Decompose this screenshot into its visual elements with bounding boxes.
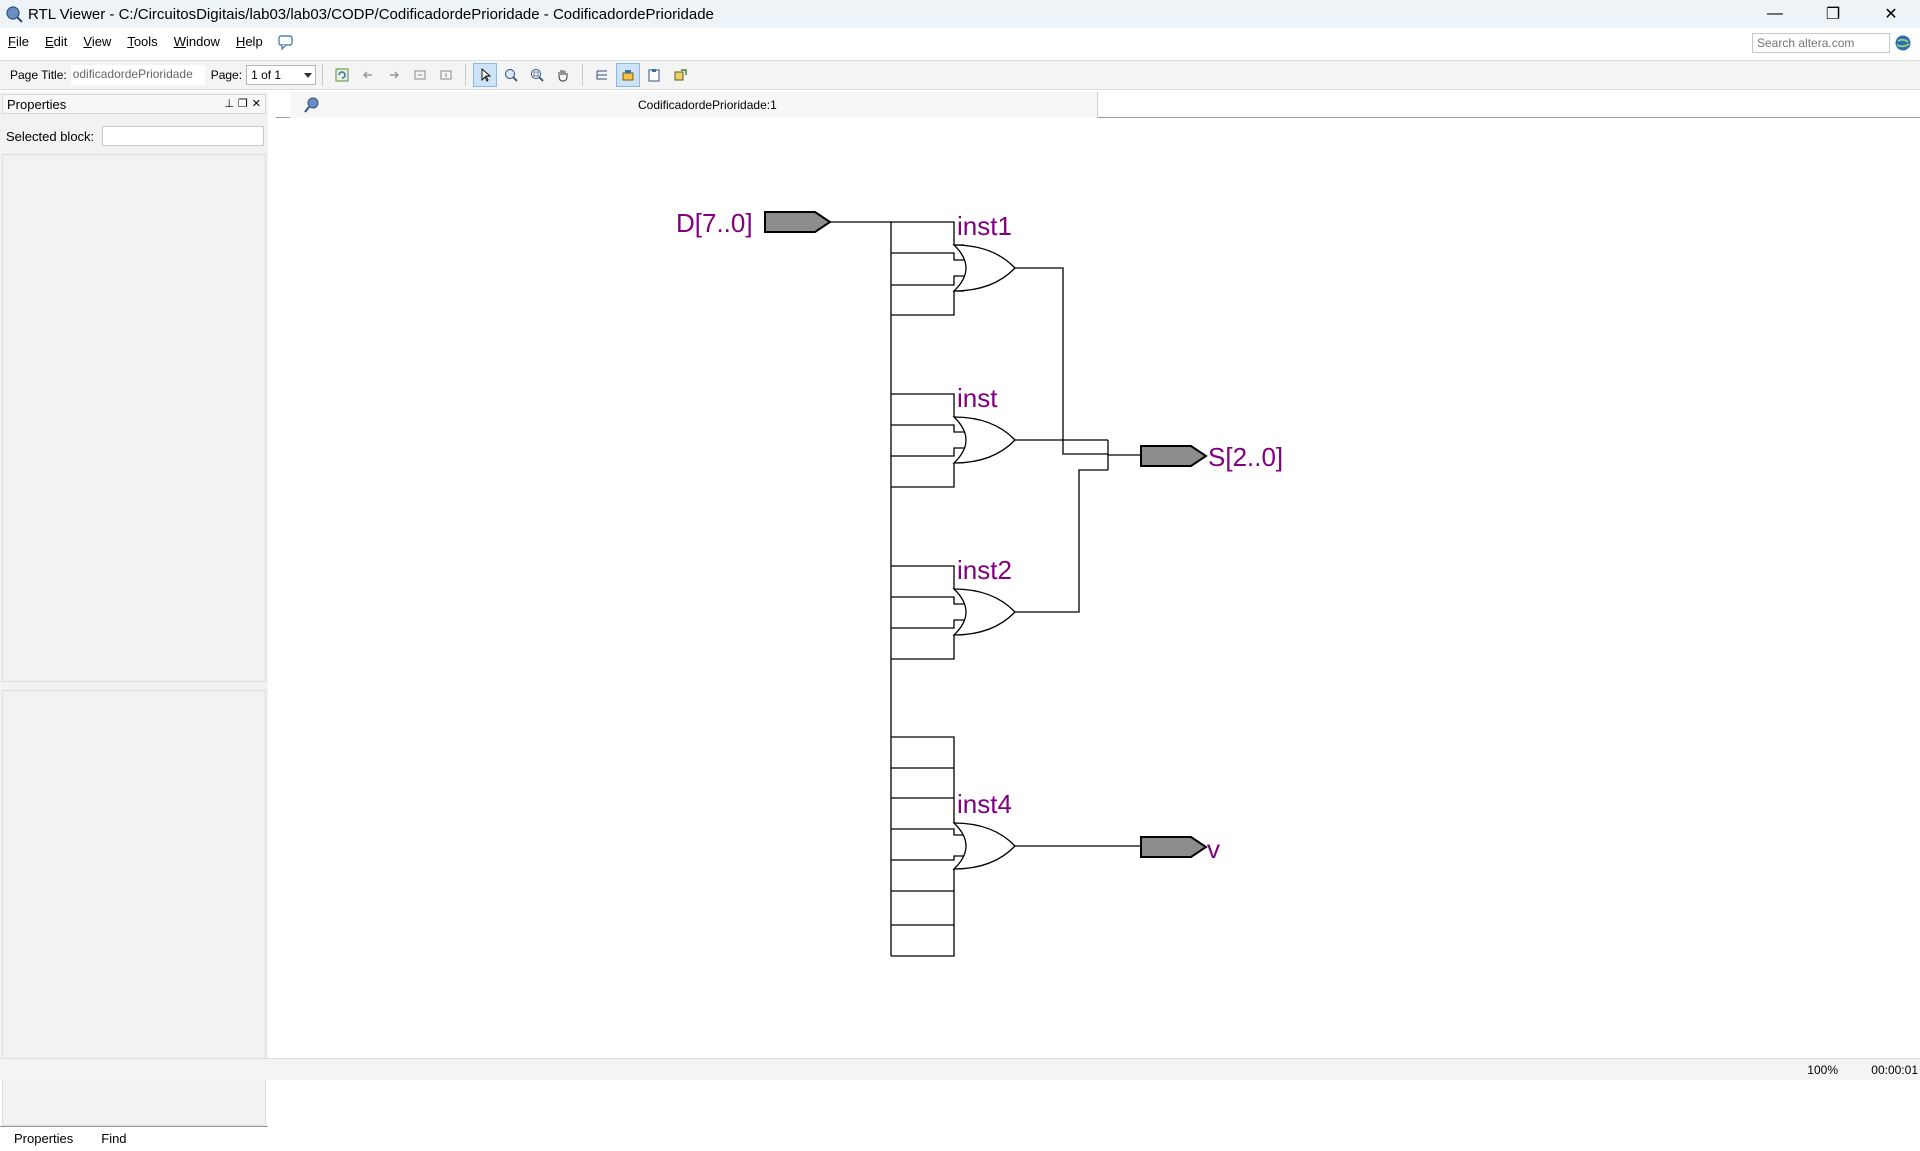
search-input[interactable] bbox=[1752, 33, 1890, 53]
canvas-tab-label: CodificadordePrioridade:1 bbox=[638, 98, 777, 112]
menu-window[interactable]: Window bbox=[173, 34, 220, 49]
minimize-button[interactable]: — bbox=[1767, 5, 1783, 22]
title-bar: RTL Viewer - C:/CircuitosDigitais/lab03/… bbox=[0, 0, 1920, 28]
help-topics-icon[interactable] bbox=[277, 33, 295, 51]
properties-panel: Properties ⊥ ❐ ✕ Selected block: Propert… bbox=[0, 92, 268, 1150]
gate-label-inst: inst bbox=[957, 383, 998, 413]
menu-view[interactable]: View bbox=[83, 34, 112, 49]
page-label: Page: bbox=[210, 68, 243, 82]
gate-label-inst2: inst2 bbox=[957, 555, 1012, 585]
forward-button[interactable] bbox=[382, 63, 406, 87]
selected-block-label: Selected block: bbox=[6, 128, 95, 144]
output-pin-s[interactable] bbox=[1140, 445, 1208, 467]
chevron-down-icon bbox=[304, 73, 313, 78]
tab-find[interactable]: Find bbox=[101, 1131, 127, 1146]
netlist-navigator-button[interactable] bbox=[590, 63, 614, 87]
list-tree-icon bbox=[596, 70, 608, 80]
toolbar-separator bbox=[582, 64, 584, 86]
globe-icon[interactable] bbox=[1894, 34, 1912, 52]
properties-view-button[interactable] bbox=[642, 63, 666, 87]
hand-icon bbox=[558, 70, 568, 82]
page-title-field[interactable]: odificadordePrioridade bbox=[70, 65, 205, 85]
clipboard-icon bbox=[648, 69, 660, 82]
properties-detail-area bbox=[2, 690, 266, 1126]
schematic-canvas[interactable]: CodificadordePrioridade:1 bbox=[276, 92, 1920, 1058]
page-select[interactable]: 1 of 1 bbox=[246, 65, 317, 85]
refresh-icon bbox=[335, 68, 349, 82]
arrow-back-icon bbox=[363, 71, 373, 79]
panel-title: Properties bbox=[7, 96, 67, 112]
status-bar: 100% 00:00:01 bbox=[0, 1058, 1920, 1080]
menu-file[interactable]: File bbox=[8, 34, 29, 49]
restore-button[interactable]: ❐ bbox=[1825, 6, 1841, 23]
schematic-diagram[interactable]: D[7..0] S[2..0] v inst1 inst inst2 inst4 bbox=[276, 92, 1920, 1058]
selected-block-field[interactable] bbox=[102, 126, 265, 146]
pin-icon[interactable]: ⊥ bbox=[224, 98, 234, 110]
output-pin-v[interactable] bbox=[1140, 836, 1208, 858]
zoom-tool-button[interactable] bbox=[499, 63, 523, 87]
gate-label-inst4: inst4 bbox=[957, 789, 1012, 819]
toolbar: Page Title: odificadordePrioridade Page:… bbox=[0, 60, 1920, 90]
tab-properties[interactable]: Properties bbox=[0, 1127, 88, 1150]
gate-label-inst1: inst1 bbox=[957, 211, 1012, 241]
close-icon[interactable]: ✕ bbox=[251, 98, 261, 110]
input-pin-label: D[7..0] bbox=[676, 208, 753, 238]
back-button[interactable] bbox=[356, 63, 380, 87]
filter-button[interactable] bbox=[616, 63, 641, 87]
zoom-level: 100% bbox=[1807, 1063, 1838, 1077]
input-pin-d[interactable] bbox=[764, 211, 832, 233]
rtl-viewer-app-icon bbox=[6, 6, 23, 23]
go-up-hierarchy-button[interactable] bbox=[408, 63, 432, 87]
hierarchy-down-icon bbox=[440, 70, 452, 80]
refresh-button[interactable] bbox=[330, 63, 354, 87]
float-icon[interactable]: ❐ bbox=[237, 98, 248, 110]
properties-list-area bbox=[2, 154, 266, 682]
output-pin-s-label: S[2..0] bbox=[1208, 442, 1283, 472]
hand-tool-button[interactable] bbox=[551, 63, 575, 87]
elapsed-time: 00:00:01 bbox=[1871, 1063, 1918, 1077]
menu-help[interactable]: Help bbox=[235, 34, 263, 49]
toolbar-separator bbox=[465, 64, 467, 86]
properties-panel-header: Properties ⊥ ❐ ✕ bbox=[2, 94, 266, 114]
page-title-label: Page Title: bbox=[10, 68, 67, 82]
canvas-tab[interactable]: CodificadordePrioridade:1 bbox=[290, 92, 1098, 118]
export-button[interactable] bbox=[668, 63, 692, 87]
close-button[interactable]: ✕ bbox=[1884, 6, 1898, 23]
output-pin-v-label: v bbox=[1207, 834, 1220, 864]
menu-bar: File Edit View Tools Window Help bbox=[0, 28, 1920, 56]
chip-export-icon bbox=[674, 69, 687, 81]
pointer-icon bbox=[481, 68, 492, 82]
filter-icon bbox=[622, 70, 634, 81]
rtl-viewer-icon bbox=[304, 97, 319, 113]
menu-edit[interactable]: Edit bbox=[44, 34, 68, 49]
menu-tools[interactable]: Tools bbox=[127, 34, 158, 49]
arrow-forward-icon bbox=[390, 71, 400, 79]
window-title: RTL Viewer - C:/CircuitosDigitais/lab03/… bbox=[28, 5, 714, 23]
zoom-fit-icon bbox=[531, 69, 544, 82]
toolbar-separator bbox=[322, 64, 324, 86]
go-down-hierarchy-button[interactable] bbox=[434, 63, 458, 87]
hierarchy-up-icon bbox=[414, 70, 426, 80]
fit-in-window-button[interactable] bbox=[525, 63, 549, 87]
selection-tool-button[interactable] bbox=[473, 63, 498, 87]
zoom-in-icon bbox=[505, 69, 518, 82]
canvas-tab-bar: CodificadordePrioridade:1 bbox=[276, 92, 1920, 118]
